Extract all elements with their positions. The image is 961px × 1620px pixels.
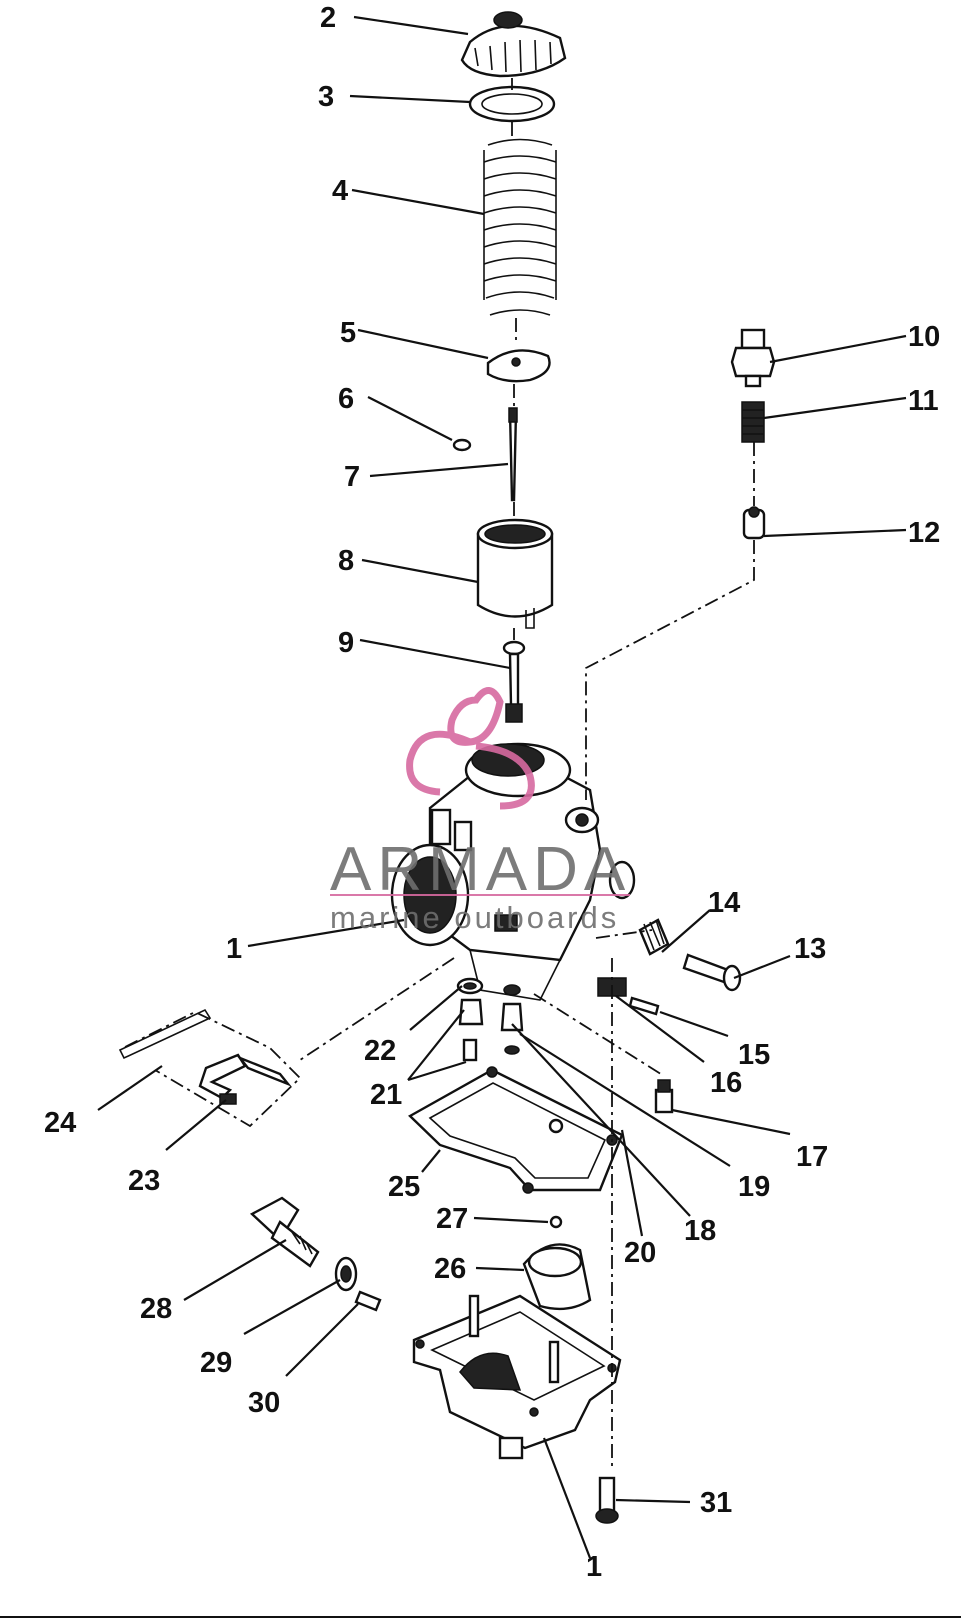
callout-23: 23 xyxy=(128,1165,160,1197)
callout-2: 2 xyxy=(320,2,336,34)
callout-5: 5 xyxy=(340,317,356,349)
watermark: ARMADA marine outboards xyxy=(330,687,631,935)
callout-21: 21 xyxy=(370,1079,402,1111)
part-e-clip xyxy=(452,438,472,452)
callout-20: 20 xyxy=(624,1237,656,1269)
callout-28: 28 xyxy=(140,1293,172,1325)
callout-9: 9 xyxy=(338,627,354,659)
part-jets xyxy=(456,977,524,1062)
callout-29: 29 xyxy=(200,1347,232,1379)
callout-8: 8 xyxy=(338,545,354,577)
callout-numbers: 2 3 4 5 6 7 8 9 10 11 12 1 14 13 15 16 1… xyxy=(44,2,940,1583)
callout-19: 19 xyxy=(738,1171,770,1203)
part-float-bowl xyxy=(412,1294,622,1460)
watermark-brand: ARMADA xyxy=(330,835,631,904)
part-spring xyxy=(483,138,557,316)
part-banjo-bolt xyxy=(249,1196,382,1312)
watermark-tagline: marine outboards xyxy=(330,900,619,935)
callout-24: 24 xyxy=(44,1107,76,1139)
part-bowl-screw xyxy=(595,1476,619,1524)
part-float-pin-bracket xyxy=(118,1008,302,1128)
callout-16: 16 xyxy=(710,1067,742,1099)
callout-31: 31 xyxy=(700,1487,732,1519)
part-needle-jet xyxy=(502,640,526,723)
callout-27: 27 xyxy=(436,1203,468,1235)
part-right-fitting xyxy=(730,328,776,540)
callout-15: 15 xyxy=(738,1039,770,1071)
parts-drawing xyxy=(118,11,776,1524)
part-gasket xyxy=(408,1066,624,1194)
callout-7: 7 xyxy=(344,461,360,493)
assembly-lines xyxy=(299,78,755,1470)
callout-18: 18 xyxy=(684,1215,716,1247)
callout-22: 22 xyxy=(364,1035,396,1067)
callout-13: 13 xyxy=(794,933,826,965)
callout-11: 11 xyxy=(908,385,939,417)
part-top-cap xyxy=(460,11,567,78)
callout-1-top: 1 xyxy=(226,933,242,965)
part-throttle-slide xyxy=(476,518,554,629)
callout-17: 17 xyxy=(796,1141,828,1173)
armada-logo-icon xyxy=(406,687,535,810)
callout-3: 3 xyxy=(318,81,334,113)
callout-30: 30 xyxy=(248,1387,280,1419)
callout-1-bottom: 1 xyxy=(586,1551,602,1583)
leader-lines xyxy=(97,15,907,1559)
part-needle xyxy=(508,410,518,502)
callout-10: 10 xyxy=(908,321,940,353)
part-float xyxy=(522,1215,592,1311)
callout-12: 12 xyxy=(908,517,940,549)
callout-4: 4 xyxy=(332,175,348,207)
callout-26: 26 xyxy=(434,1253,466,1285)
callout-14: 14 xyxy=(708,887,740,919)
callout-25: 25 xyxy=(388,1171,420,1203)
callout-6: 6 xyxy=(338,383,354,415)
